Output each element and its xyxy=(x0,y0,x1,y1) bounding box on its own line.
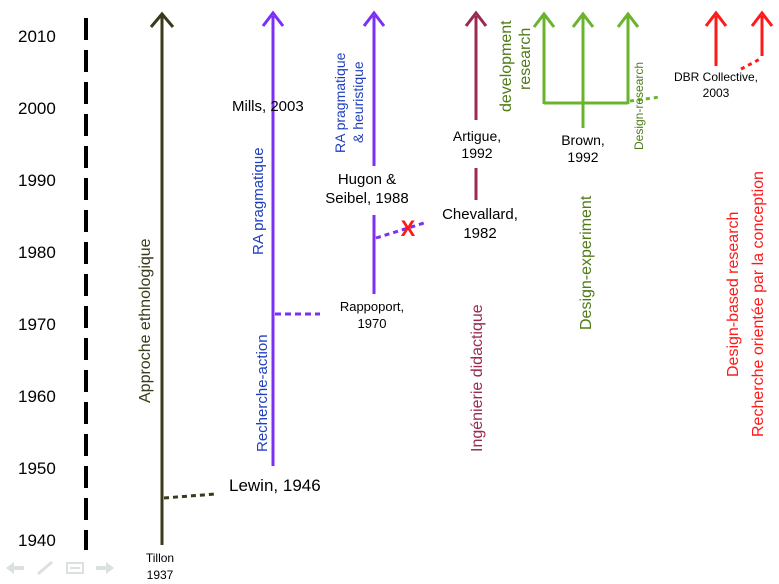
chevallard-label: Chevallard, xyxy=(442,206,518,223)
brown-label: Brown, xyxy=(561,132,605,148)
action-research-arrow-head xyxy=(261,10,285,27)
mills-label: Mills, 2003 xyxy=(232,98,304,115)
design-arrow-head-right xyxy=(616,11,640,28)
design-arrow-head-left xyxy=(532,11,556,28)
pen-icon[interactable] xyxy=(34,560,56,576)
lewin-connector xyxy=(163,492,217,500)
design-experiment-branch: development research Brown, 1992 Design-… xyxy=(498,11,661,330)
lewin-label: Lewin, 1946 xyxy=(229,476,321,495)
design-based-label: Design-based research xyxy=(725,212,742,377)
design-research-connector xyxy=(629,95,661,103)
menu-icon[interactable] xyxy=(64,560,86,576)
ra-pragmatique-label: RA pragmatique xyxy=(250,147,267,255)
cross-mark: X xyxy=(401,216,416,241)
action-research-branch: Mills, 2003 RA pragmatique Recherche-act… xyxy=(232,10,404,466)
year-label: 1940 xyxy=(18,531,56,550)
recherche-action-label: Recherche-action xyxy=(254,334,271,452)
design-based-research-branch: DBR Collective, 2003 Design-based resear… xyxy=(674,10,774,437)
ethnology-arrow-head xyxy=(149,11,175,28)
year-axis: 2010 2000 1990 1980 1970 1960 1950 1940 xyxy=(18,18,88,550)
recherche-orientee-label: Recherche orientée par la conception xyxy=(750,171,767,437)
tillon-year: 1937 xyxy=(147,568,174,582)
development-research-label-1: development xyxy=(498,20,515,112)
ra-heuristique-label-1: RA pragmatique xyxy=(332,52,348,153)
forward-arrow-icon[interactable] xyxy=(94,560,116,576)
artigue-label: Artigue, xyxy=(453,128,501,144)
dbr-dotted-connector xyxy=(740,56,763,71)
heuristic-arrow-head xyxy=(362,10,386,27)
year-label: 1980 xyxy=(18,243,56,262)
design-arrow-head-middle xyxy=(571,11,595,28)
didactic-engineering-branch: Artigue, 1992 Ingénierie didactique xyxy=(453,10,501,452)
hugon-year: Seibel, 1988 xyxy=(325,190,408,207)
year-label: 2010 xyxy=(18,27,56,46)
artigue-year: 1992 xyxy=(461,145,492,161)
design-experiment-label: Design-experiment xyxy=(578,195,595,330)
dbr-arrow-head-left xyxy=(704,10,728,27)
hugon-label: Hugon & xyxy=(338,171,396,188)
development-research-label-2: research xyxy=(517,28,534,90)
chevallard-year: 1982 xyxy=(463,225,496,242)
ethnology-branch: Approche ethnologique Tillon 1937 Lewin,… xyxy=(137,11,321,582)
rappoport-year: 1970 xyxy=(358,316,387,331)
slide-nav xyxy=(4,560,116,580)
back-arrow-icon[interactable] xyxy=(4,560,26,576)
ingenierie-label: Ingénierie didactique xyxy=(469,304,486,452)
dbr-collective-year: 2003 xyxy=(703,86,730,100)
year-label: 1990 xyxy=(18,171,56,190)
dbr-collective-label: DBR Collective, xyxy=(674,70,758,84)
tillon-label: Tillon xyxy=(146,551,174,565)
didactic-arrow-head xyxy=(464,10,488,27)
year-label: 2000 xyxy=(18,99,56,118)
design-research-label: Design-research xyxy=(632,62,646,150)
dbr-arrow-head-right xyxy=(750,10,774,27)
approche-label: Approche ethnologique xyxy=(137,238,154,403)
ra-heuristique-label-2: & heuristique xyxy=(350,61,366,143)
year-label: 1950 xyxy=(18,459,56,478)
heuristic-branch: X RA pragmatique & heuristique Hugon & S… xyxy=(325,10,518,294)
brown-year: 1992 xyxy=(567,149,598,165)
rappoport-label: Rappoport, xyxy=(340,299,404,314)
year-label: 1970 xyxy=(18,315,56,334)
year-label: 1960 xyxy=(18,387,56,406)
